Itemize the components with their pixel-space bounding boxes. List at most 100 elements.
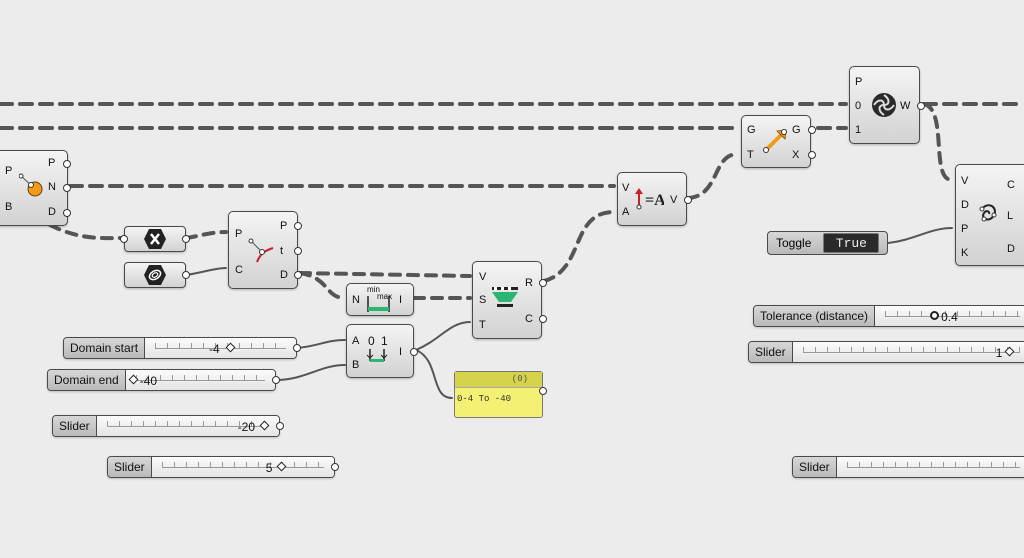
tolerance-slider[interactable]: Tolerance (distance) 0.4 [753, 305, 1024, 327]
output-w: W [900, 100, 911, 112]
output-grip-g[interactable] [808, 126, 816, 134]
output-grip-d[interactable] [63, 209, 71, 217]
output-grip-c[interactable] [539, 315, 547, 323]
toggle-label: Toggle [776, 236, 812, 250]
output-grip-r[interactable] [539, 279, 547, 287]
curve-shortest-path-component[interactable] [124, 262, 190, 288]
input-a: A [352, 335, 360, 347]
bounds-icon [367, 296, 390, 312]
output-v: V [670, 194, 678, 206]
slider-track[interactable]: -4 [145, 338, 296, 358]
move-component[interactable]: G T G X [741, 115, 816, 168]
curve-shortest-path-icon [144, 265, 166, 285]
slider-knob[interactable] [930, 311, 940, 320]
slider-value: 1 [995, 346, 1003, 360]
domain-end-slider[interactable]: Domain end -40 [47, 369, 276, 391]
slider-ticks [155, 343, 286, 349]
output-grip-w[interactable] [917, 102, 925, 110]
wire-start-to-domain [296, 339, 346, 349]
slider-track[interactable]: 5 [151, 457, 334, 477]
output-x: X [792, 149, 800, 161]
output-grip-v[interactable] [684, 196, 692, 204]
domain-start-slider[interactable]: Domain start -4 [63, 337, 297, 359]
slider-track[interactable]: -40 [125, 370, 275, 390]
slider-bottom-right[interactable]: Slider [792, 456, 1024, 478]
output-p: P [280, 220, 288, 232]
input-grip[interactable] [120, 235, 128, 243]
domain-start-output-grip[interactable] [293, 344, 301, 352]
input-b: B [352, 359, 360, 371]
point-on-curve-icon [19, 173, 43, 197]
wire-domain-to-remap [415, 321, 471, 351]
panel-output-grip[interactable] [539, 387, 547, 395]
svg-text:=A: =A [645, 192, 664, 209]
slider-ticks [161, 462, 324, 468]
output-grip-d[interactable] [294, 271, 302, 279]
slider-track[interactable] [836, 457, 1024, 477]
output-grip-t[interactable] [294, 247, 302, 255]
input-p: P [855, 76, 863, 88]
slider-value: -20 [237, 420, 256, 434]
slider-label: Slider [793, 457, 837, 477]
slider-neg20-output-grip[interactable] [276, 422, 284, 430]
input-1: 1 [855, 124, 862, 136]
weave-icon [872, 93, 896, 117]
input-s: S [479, 294, 487, 306]
negative-component[interactable] [120, 226, 190, 252]
output-grip[interactable] [182, 235, 190, 243]
output-panel[interactable]: (0) 0-4 To -40 [454, 371, 547, 418]
output-p: P [48, 157, 56, 169]
wire-amp-to-move [686, 152, 740, 200]
slider-5-output-grip[interactable] [331, 463, 339, 471]
panel-text: 0-4 To -40 [457, 394, 512, 404]
domain-end-output-grip[interactable] [272, 376, 280, 384]
input-d: D [961, 199, 969, 211]
curve-closest-point-icon [248, 238, 274, 263]
input-t: T [747, 149, 754, 161]
output-i: I [399, 346, 403, 358]
slider-1[interactable]: Slider 1 [748, 341, 1024, 363]
input-0: 0 [855, 100, 862, 112]
curve-closest-point-component[interactable]: P C P t D [228, 211, 302, 289]
wire-remap-to-amp [542, 210, 616, 283]
output-g: G [792, 124, 801, 136]
move-icon [763, 129, 787, 153]
toggle-value[interactable]: True [823, 233, 880, 253]
interpolate-curve-icon [979, 204, 997, 222]
domain-label-0: 0 [368, 334, 375, 348]
slider-track[interactable]: -20 [96, 416, 279, 436]
slider-label: Tolerance (distance) [754, 306, 876, 326]
wire-neg-to-closest [184, 230, 228, 240]
panel-header: (0) [455, 372, 542, 388]
slider-track[interactable]: 1 [792, 342, 1024, 362]
boolean-toggle[interactable]: Toggle True [767, 231, 888, 255]
remap-numbers-component[interactable]: V S T R C [472, 261, 547, 339]
output-grip-i[interactable] [410, 348, 418, 356]
output-grip[interactable] [182, 271, 190, 279]
point-on-curve-component[interactable]: P B P N D [0, 150, 71, 226]
input-t: T [479, 319, 486, 331]
input-c: C [235, 264, 243, 276]
wire-sp-to-closest [185, 267, 227, 276]
slider-neg20[interactable]: Slider -20 [52, 415, 280, 437]
output-d: D [1007, 243, 1015, 255]
bounds-component[interactable]: N I min max [346, 283, 414, 316]
output-grip-p[interactable] [294, 222, 302, 230]
output-r: R [525, 277, 533, 289]
output-grip-p[interactable] [63, 160, 71, 168]
output-n: N [48, 181, 56, 193]
interpolate-curve-component[interactable]: V D P K C L D [955, 164, 1024, 266]
slider-5[interactable]: Slider 5 [107, 456, 335, 478]
wire-end-to-domain [275, 364, 346, 381]
weave-component[interactable]: P 0 1 W [849, 66, 925, 144]
output-grip-x[interactable] [808, 151, 816, 159]
slider-track[interactable]: 0.4 [875, 306, 1024, 326]
construct-domain-component[interactable]: A B I 0 1 [346, 324, 418, 378]
slider-value: 5 [265, 461, 273, 475]
slider-label: Slider [108, 457, 152, 477]
output-grip-n[interactable] [63, 184, 71, 192]
amplitude-component[interactable]: V A V =A [617, 172, 692, 226]
slider-value: 0.4 [941, 310, 958, 324]
construct-domain-icon [366, 349, 388, 362]
output-c: C [1007, 179, 1015, 191]
